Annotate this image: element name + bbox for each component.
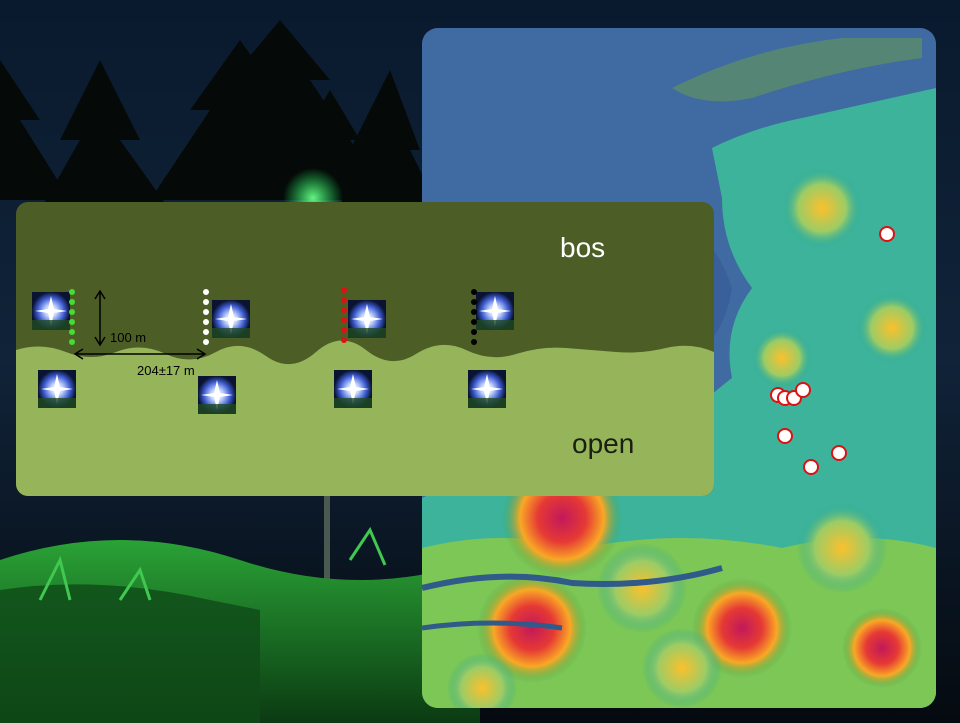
- lamp-forest-1: [32, 292, 70, 330]
- red-light-dots: [341, 287, 347, 343]
- lamp-forest-4: [476, 292, 514, 330]
- horizontal-distance-label: 204±17 m: [137, 363, 195, 378]
- lamp-open-1: [38, 370, 76, 408]
- lamp-forest-3: [348, 300, 386, 338]
- transect-diagram: [16, 202, 714, 496]
- lamp-open-4: [468, 370, 506, 408]
- green-light-dots: [69, 289, 75, 345]
- horizontal-distance-arrow: [73, 348, 207, 360]
- lamp-forest-2: [212, 300, 250, 338]
- white-light-dots: [203, 289, 209, 345]
- lamp-open-2: [198, 376, 236, 414]
- lamp-open-3: [334, 370, 372, 408]
- site-marker: [795, 382, 811, 398]
- dark-light-dots: [471, 289, 477, 345]
- open-zone: [16, 340, 714, 496]
- open-field-label: open: [572, 428, 635, 459]
- forest-label: bos: [560, 232, 606, 263]
- site-marker: [777, 428, 793, 444]
- site-marker: [831, 445, 847, 461]
- vertical-distance-arrow: [94, 289, 106, 347]
- site-marker: [803, 459, 819, 475]
- site-marker: [879, 226, 895, 242]
- vertical-distance-label: 100 m: [110, 330, 147, 345]
